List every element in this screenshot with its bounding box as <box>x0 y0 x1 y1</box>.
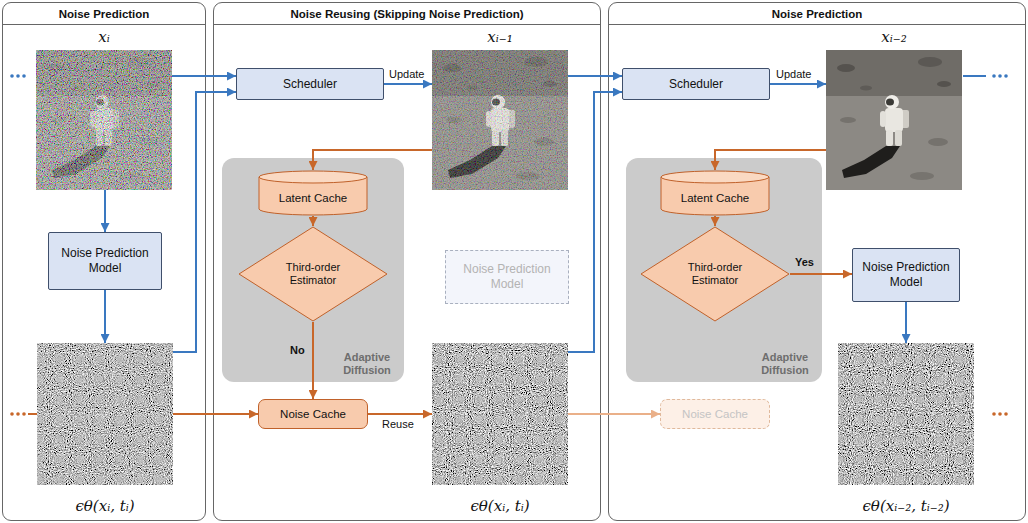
latent-image: xᵢ₋₂ <box>826 28 962 190</box>
edge-label: Yes <box>795 256 814 269</box>
diamond-outline <box>239 227 387 321</box>
flow-arrow <box>714 216 716 226</box>
diamond-outline <box>641 227 789 321</box>
cache-cylinder: Latent Cache <box>258 170 368 216</box>
flow-arrow <box>312 322 314 399</box>
cache-label: Latent Cache <box>681 192 749 204</box>
region-label: Adaptive Diffusion <box>335 351 399 377</box>
moon-image <box>432 50 568 190</box>
latent-image: xᵢ <box>36 28 172 190</box>
flow-arrow <box>173 92 236 352</box>
flow-arrow <box>790 273 852 275</box>
flow-arrow <box>770 83 826 85</box>
skipped-model-box: Noise Prediction Model <box>445 250 569 304</box>
flow-arrow <box>368 413 432 415</box>
box-label: Scheduler <box>669 77 723 92</box>
cache-label: Noise Cache <box>280 408 346 420</box>
continuation-line <box>28 413 37 415</box>
math-label: ϵθ(xᵢ, tᵢ) <box>75 497 134 515</box>
skipped-cache-box: Noise Cache <box>660 399 770 429</box>
image-noise <box>36 50 172 190</box>
flow-arrow <box>384 83 432 85</box>
math-label: ϵθ(xᵢ₋₂, tᵢ₋₂) <box>862 497 949 515</box>
decision-label: Third-order Estimator <box>672 261 758 287</box>
flow-arrow <box>568 92 622 352</box>
math-label: ϵθ(xᵢ, tᵢ) <box>470 497 529 515</box>
noise-image: ϵθ(xᵢ, tᵢ) <box>37 343 173 515</box>
model-box: Noise Prediction Model <box>852 248 960 302</box>
flow-arrow <box>313 150 432 170</box>
noise-image <box>432 343 568 485</box>
cylinder-top <box>259 171 367 183</box>
skipped-label: Noise Prediction Model <box>452 262 562 292</box>
skipped-label: Noise Cache <box>682 408 748 420</box>
box-label: Noise Prediction Model <box>859 260 953 290</box>
box-label: Noise Prediction Model <box>55 246 155 276</box>
noise-image: ϵθ(xᵢ₋₂, tᵢ₋₂) <box>838 343 974 515</box>
continuation-dots <box>10 412 1008 416</box>
decision-diamond: Third-order Estimator <box>238 226 388 322</box>
math-label: xᵢ <box>98 28 109 46</box>
panel-title: Noise Prediction <box>3 3 205 25</box>
math-label: xᵢ₋₂ <box>881 28 906 46</box>
flow-arrow <box>568 413 660 415</box>
moon-image <box>36 50 172 190</box>
flow-arrow <box>568 75 622 77</box>
flow-arrow <box>172 75 236 77</box>
adaptive-region: Adaptive Diffusion Latent CacheThird-orde… <box>222 158 404 382</box>
image-noise <box>432 50 568 190</box>
decision-label: Third-order Estimator <box>270 261 356 287</box>
stage-panel: Noise Prediction xᵢNoise Prediction Model… <box>2 2 206 521</box>
edge-label: Update <box>776 68 811 81</box>
cache-cylinder: Latent Cache <box>660 170 770 216</box>
noise-image <box>37 343 173 485</box>
adaptive-region: Adaptive Diffusion Latent CacheThird-orde… <box>626 158 822 382</box>
model-box: Noise Prediction Model <box>48 232 162 290</box>
flow-arrow <box>715 150 826 170</box>
box-label: Scheduler <box>283 77 337 92</box>
scheduler-box: Scheduler <box>622 68 770 100</box>
flow-arrow <box>905 302 907 343</box>
continuation-dots <box>10 74 1008 78</box>
edge-label: Update <box>389 68 424 81</box>
cache-box: Noise Cache <box>258 399 368 429</box>
flow-arrow <box>173 413 258 415</box>
moon-image <box>826 50 962 190</box>
decision-diamond: Third-order Estimator <box>640 226 790 322</box>
edge-label: Reuse <box>382 418 414 431</box>
scheduler-box: Scheduler <box>236 68 384 100</box>
edge-label: No <box>290 344 305 357</box>
cache-label: Latent Cache <box>279 192 347 204</box>
flow-arrow <box>104 190 106 232</box>
latent-image: xᵢ₋₁ <box>432 28 568 190</box>
math-label: xᵢ₋₁ <box>487 28 512 46</box>
noise-image: ϵθ(xᵢ, tᵢ) <box>432 343 568 515</box>
region-label: Adaptive Diffusion <box>753 351 817 377</box>
noise-image <box>838 343 974 485</box>
stage-panel: Noise PredictionScheduler xᵢ₋₂ Adaptive Di… <box>608 2 1026 521</box>
continuation-line <box>963 75 986 77</box>
flow-arrow <box>312 216 314 226</box>
flow-arrow <box>104 290 106 343</box>
panel-title: Noise Reusing (Skipping Noise Prediction… <box>214 3 600 25</box>
cylinder-top <box>661 171 769 183</box>
panel-title: Noise Prediction <box>609 3 1025 25</box>
